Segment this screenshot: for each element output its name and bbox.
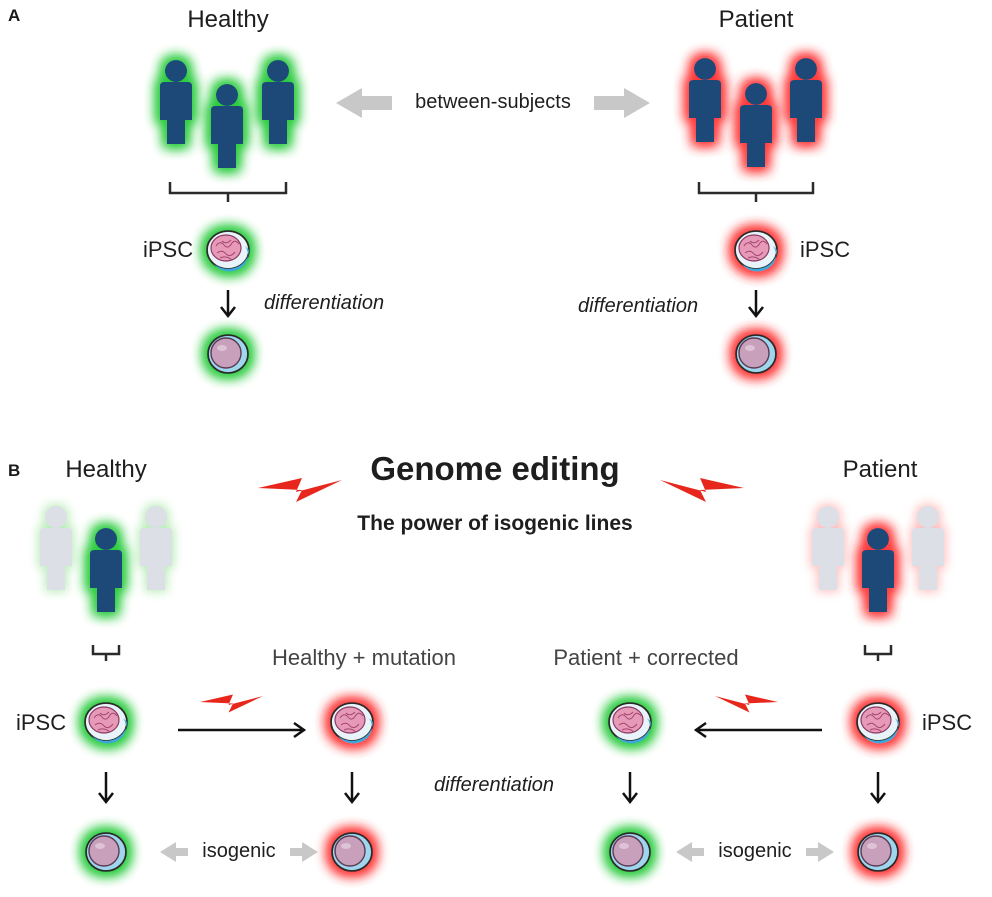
down-arrow bbox=[220, 290, 764, 319]
editing-arrow bbox=[178, 721, 822, 739]
differentiated-cell-icon bbox=[609, 832, 651, 872]
ipsc-label-left-b: iPSC bbox=[16, 710, 67, 735]
lightning-bolt-icon bbox=[258, 478, 342, 502]
patient-label-a: Patient bbox=[718, 6, 794, 33]
person-icon bbox=[689, 58, 721, 142]
lightning-bolt-icon bbox=[200, 694, 263, 713]
down-arrow bbox=[98, 772, 886, 805]
ipsc-label-left-a: iPSC bbox=[143, 237, 194, 262]
person-icon bbox=[862, 528, 894, 612]
person-faded-icon bbox=[912, 506, 944, 590]
panel-a-letter: A bbox=[8, 6, 21, 25]
person-icon bbox=[90, 528, 122, 612]
between-subjects-arrow bbox=[336, 88, 650, 118]
differentiation-label-right-a: differentiation bbox=[578, 295, 699, 317]
isogenic-arrow bbox=[160, 842, 834, 862]
healthy-label-a: Healthy bbox=[187, 6, 269, 33]
healthy-label-b: Healthy bbox=[65, 456, 147, 483]
patient-corrected-label: Patient + corrected bbox=[553, 645, 739, 670]
person-icon bbox=[160, 60, 192, 144]
person-icon bbox=[262, 60, 294, 144]
person-faded-icon bbox=[40, 506, 72, 590]
person-icon bbox=[211, 84, 243, 168]
differentiated-cell-icon bbox=[85, 832, 127, 872]
bracket bbox=[863, 645, 893, 661]
differentiated-cell-icon bbox=[207, 334, 249, 374]
ipsc-cell-icon bbox=[206, 230, 250, 273]
differentiated-cell-icon bbox=[331, 832, 373, 872]
lightning-bolt-icon bbox=[660, 478, 744, 502]
lightning-bolt-icon bbox=[715, 694, 778, 713]
differentiation-label-left-a: differentiation bbox=[264, 292, 385, 314]
healthy-group-a bbox=[160, 60, 294, 168]
ipsc-cell-icon bbox=[330, 702, 374, 745]
isogenic-subtitle: The power of isogenic lines bbox=[357, 512, 633, 535]
isogenic-label-right: isogenic bbox=[718, 840, 792, 862]
genome-editing-title: Genome editing bbox=[370, 450, 620, 487]
ipsc-cell-icon bbox=[84, 702, 128, 745]
ipsc-cell-icon bbox=[608, 702, 652, 745]
differentiated-cell-icon bbox=[735, 334, 777, 374]
ipsc-label-right-b: iPSC bbox=[922, 710, 973, 735]
patient-label-b: Patient bbox=[842, 456, 918, 483]
person-icon bbox=[740, 83, 772, 167]
healthy-group-b bbox=[40, 506, 172, 612]
ipsc-label-right-a: iPSC bbox=[800, 237, 851, 262]
isogenic-label-left: isogenic bbox=[202, 840, 276, 862]
between-subjects-label: between-subjects bbox=[415, 91, 571, 113]
bracket bbox=[91, 645, 121, 661]
differentiation-label-b: differentiation bbox=[433, 774, 555, 796]
ipsc-cell-icon bbox=[734, 230, 778, 273]
person-faded-icon bbox=[812, 506, 844, 590]
bracket bbox=[697, 182, 815, 202]
patient-group-a bbox=[689, 58, 822, 167]
bracket bbox=[168, 182, 288, 202]
patient-group-b bbox=[812, 506, 944, 612]
panel-b-letter: B bbox=[8, 461, 21, 480]
ipsc-cell-icon bbox=[856, 702, 900, 745]
differentiated-cell-icon bbox=[857, 832, 899, 872]
person-icon bbox=[790, 58, 822, 142]
person-faded-icon bbox=[140, 506, 172, 590]
healthy-mutation-label: Healthy + mutation bbox=[271, 645, 457, 670]
